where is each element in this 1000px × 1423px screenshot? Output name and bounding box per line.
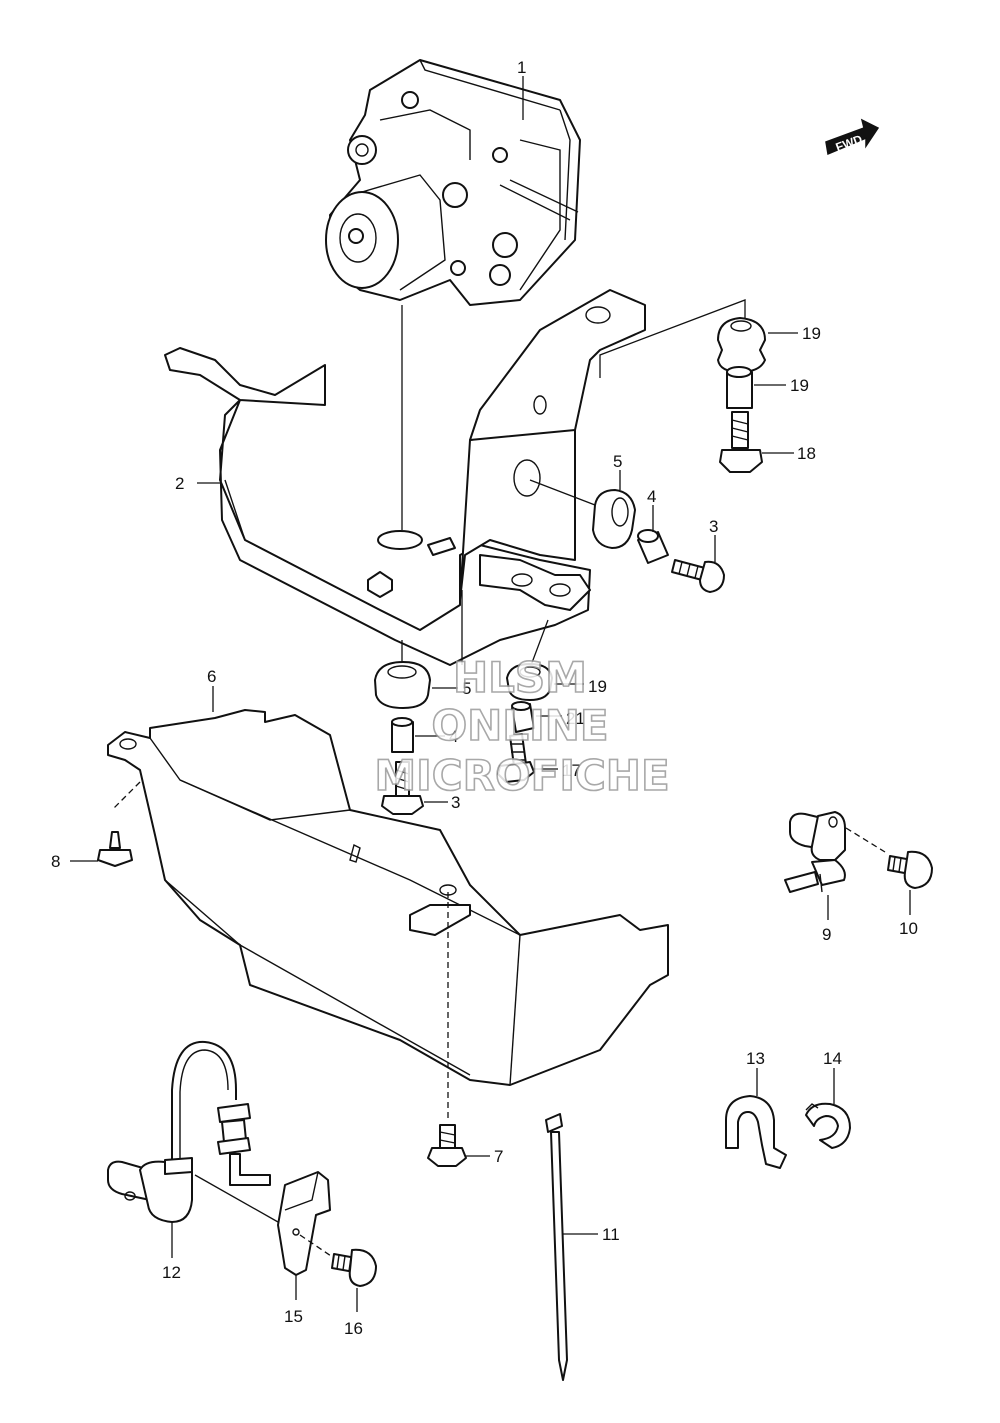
part-3-bolt-lower bbox=[381, 761, 424, 815]
callout-15: 18 bbox=[797, 444, 816, 463]
part-10-bolt bbox=[887, 850, 933, 889]
fwd-direction-badge: FWD bbox=[825, 118, 880, 156]
dash-locator-10 bbox=[845, 827, 886, 853]
callout-10: 10 bbox=[899, 919, 918, 938]
dash-locator-8 bbox=[111, 781, 141, 811]
callout-11: 12 bbox=[162, 1263, 181, 1282]
part-18-clamp bbox=[805, 1102, 851, 1149]
callout-12: 16 bbox=[344, 1319, 363, 1338]
part-15-bolt bbox=[719, 411, 763, 473]
callout-19-lower: 19 bbox=[588, 677, 607, 696]
part-21-collar bbox=[511, 701, 535, 733]
leader-1c bbox=[499, 184, 571, 221]
callout-9: 9 bbox=[822, 925, 831, 944]
fwd-arrow-icon bbox=[825, 118, 880, 156]
callout-2: 2 bbox=[175, 474, 184, 493]
abs-mounting-bracket bbox=[164, 289, 646, 666]
part-11-wheel-speed-sensor bbox=[107, 1040, 271, 1223]
callout-7: 7 bbox=[494, 1147, 503, 1166]
callout-14: 15 bbox=[284, 1307, 303, 1326]
callout-4-lower: 4 bbox=[449, 727, 458, 746]
callout-17: 13 bbox=[746, 1049, 765, 1068]
part-8-screw bbox=[97, 831, 133, 867]
leader-1b bbox=[509, 179, 579, 213]
part-3-bolt-right bbox=[671, 559, 725, 593]
part-20-collar bbox=[726, 366, 753, 409]
leader-19-bracket bbox=[599, 299, 746, 378]
part-14-sensor-bracket bbox=[277, 1171, 331, 1276]
part-5-grommet-right bbox=[592, 489, 636, 549]
abs-under-cover bbox=[107, 709, 669, 1086]
callout-6: 6 bbox=[207, 667, 216, 686]
part-19-grommet-top bbox=[717, 317, 766, 373]
callout-21: 21 bbox=[566, 709, 585, 728]
locator-line-5 bbox=[529, 479, 596, 506]
fwd-label: FWD bbox=[834, 132, 865, 155]
callout-19-top: 19 bbox=[802, 324, 821, 343]
part-19-grommet-lower bbox=[506, 663, 553, 701]
part-4-collar-lower bbox=[391, 717, 414, 753]
callout-5-lower: 5 bbox=[462, 679, 471, 698]
part-12-bolt bbox=[331, 1248, 377, 1287]
callout-20: 19 bbox=[790, 376, 809, 395]
locator-line-11 bbox=[194, 1174, 279, 1223]
watermark-line2: ONLINE bbox=[431, 701, 608, 750]
dash-locator-12 bbox=[299, 1234, 335, 1259]
part-17-clamp bbox=[725, 1095, 787, 1169]
callout-5-right: 5 bbox=[613, 452, 622, 471]
watermark-line1: HLSM bbox=[453, 653, 587, 702]
part-13-cable-tie bbox=[545, 1113, 568, 1381]
callout-8: 8 bbox=[51, 852, 60, 871]
abs-hydraulic-unit bbox=[325, 59, 581, 306]
callout-4-right: 4 bbox=[647, 487, 656, 506]
part-7-bolt bbox=[427, 1124, 467, 1167]
callout-3-lower: 3 bbox=[451, 793, 460, 812]
callout-13: 11 bbox=[602, 1225, 620, 1244]
locator-line-19-lower bbox=[529, 619, 549, 669]
part-9-wheel-speed-sensor bbox=[784, 811, 846, 893]
part-4-collar-right bbox=[637, 529, 669, 564]
callout-18: 14 bbox=[823, 1049, 842, 1068]
watermark: HLSM ONLINE MICROFICHE bbox=[374, 652, 671, 801]
callout-1: 1 bbox=[517, 58, 526, 77]
callout-3-right: 3 bbox=[709, 517, 718, 536]
part-16-bolt bbox=[497, 733, 535, 783]
watermark-line3: MICROFICHE bbox=[374, 751, 669, 800]
part-5-grommet-lower bbox=[374, 661, 431, 709]
callout-16: 17 bbox=[562, 761, 581, 780]
